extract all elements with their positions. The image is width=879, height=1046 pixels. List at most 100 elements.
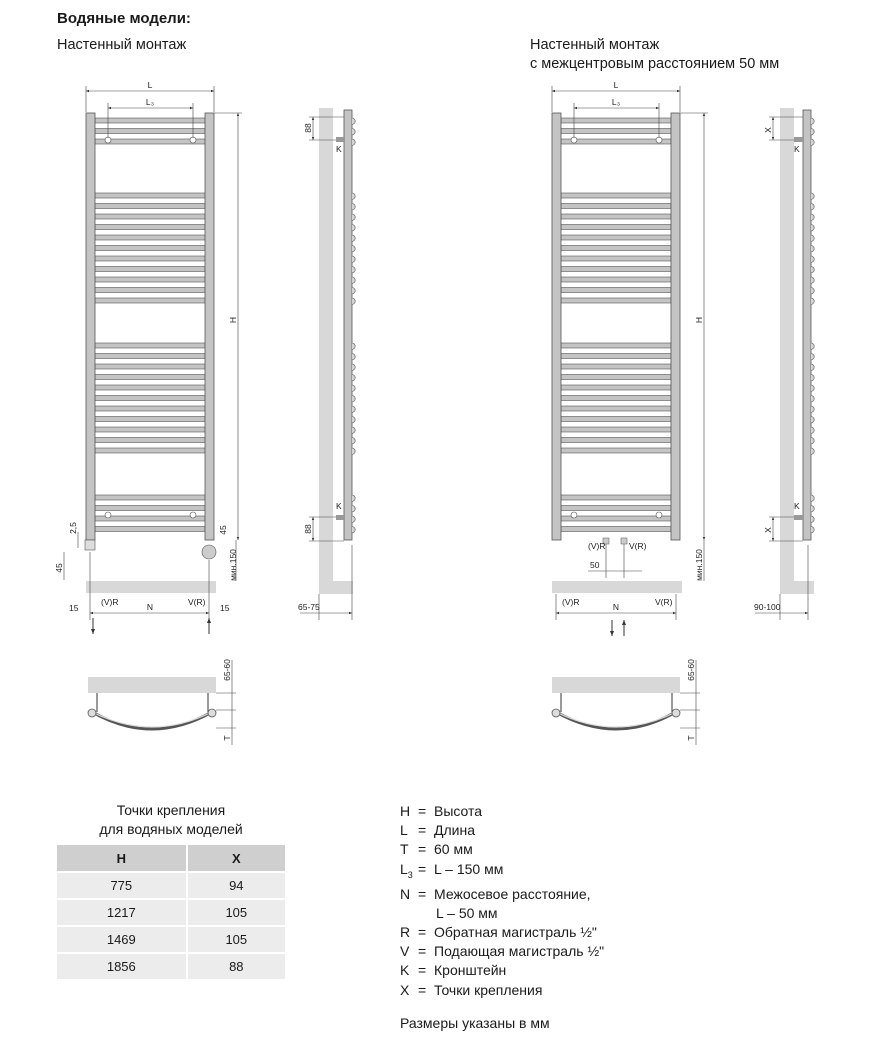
wall: [552, 677, 680, 693]
left-front-view: L L₃ H 45 мин.150 2,5 45 (V)R V(R) N 15 …: [54, 80, 242, 634]
bracket: [794, 137, 803, 142]
rail-end: [810, 363, 815, 371]
table-cell: 105: [186, 899, 285, 927]
side-knobs: [351, 117, 356, 534]
table-row: 1469 105: [57, 926, 285, 954]
dim-15-left: 15: [69, 603, 79, 613]
table-caption: Точки крепления для водяных моделей: [57, 801, 285, 839]
rail-end: [351, 213, 356, 221]
legend-text: Подающая магистраль ½": [434, 943, 605, 960]
rail-end: [810, 287, 815, 295]
rail-end: [810, 234, 815, 242]
rail-end: [810, 297, 815, 305]
mount-point: [570, 511, 578, 519]
dim-65-60: 65-60: [686, 659, 696, 681]
towel-rail: [560, 266, 672, 272]
rail-end: [810, 245, 815, 253]
rail-end: [810, 405, 815, 413]
towel-rail: [560, 374, 672, 380]
legend-key: K: [400, 962, 410, 979]
rail-end: [810, 494, 815, 502]
towel-rail: [560, 342, 672, 349]
legend-key: N: [400, 885, 411, 902]
table-cell: 88: [186, 953, 285, 981]
towel-rail: [94, 213, 206, 220]
dim-min150: мин.150: [694, 549, 704, 581]
towel-rail: [560, 213, 672, 220]
towel-rail: [94, 128, 206, 134]
towel-rail: [560, 297, 672, 304]
towel-rail: [560, 384, 672, 391]
mount-point: [655, 511, 663, 519]
rail-end: [351, 363, 356, 371]
towel-rail: [560, 287, 672, 293]
side-post: [343, 109, 353, 541]
towel-rail: [560, 447, 672, 454]
rail-end: [351, 384, 356, 392]
towel-rail: [94, 363, 206, 370]
left-top-view: 65-60 T: [87, 659, 236, 745]
rail-end: [810, 437, 815, 445]
label-vr-right: V(R): [655, 597, 673, 607]
floor: [86, 581, 216, 593]
dim-65-75: 65-75: [298, 602, 320, 612]
rail-end: [351, 266, 356, 274]
right-subtitle-line-1: Настенный монтаж: [530, 37, 660, 53]
rail-end: [351, 437, 356, 445]
right-front-post-right: [670, 112, 681, 541]
rail-end: [351, 374, 356, 382]
wall: [88, 677, 216, 693]
dim-L3: L₃: [612, 97, 620, 107]
table-cell: 1856: [57, 953, 188, 981]
floor: [794, 581, 814, 594]
left-subtitle: Настенный монтаж: [57, 37, 187, 53]
dim-50: 50: [590, 560, 600, 570]
towel-rail: [94, 426, 206, 433]
towel-rail: [560, 405, 672, 412]
wall: [780, 108, 794, 594]
towel-rail: [94, 266, 206, 272]
table-cell: 1469: [57, 926, 188, 954]
towel-rail: [560, 128, 672, 134]
towel-rail: [560, 245, 672, 251]
towel-rail: [560, 515, 672, 522]
towel-rail: [94, 494, 206, 501]
rail-end: [351, 395, 356, 403]
towel-rail: [560, 353, 672, 359]
rail-end: [351, 234, 356, 242]
legend: H=Высота L=Длина T=60 мм L3=L – 150 мм N…: [400, 802, 604, 1000]
label-K: K: [336, 501, 342, 511]
towel-rail: [560, 416, 672, 422]
rail-end: [810, 426, 815, 434]
rail-end: [810, 505, 815, 513]
dim-H: H: [228, 317, 238, 323]
rail-end: [810, 526, 815, 534]
legend-text: L – 50 мм: [436, 904, 498, 921]
towel-rail: [94, 353, 206, 359]
rail-end: [351, 416, 356, 424]
floor: [552, 581, 682, 593]
legend-item: V=Подающая магистраль ½": [400, 942, 604, 961]
legend-item: L3=L – 150 мм: [400, 860, 604, 885]
towel-rail: [560, 138, 672, 145]
table-header-row: H X: [57, 845, 285, 873]
dim-15-right: 15: [220, 603, 230, 613]
label-vr-left: (V)R: [101, 597, 118, 607]
legend-item: K=Кронштейн: [400, 961, 604, 980]
towel-rail: [560, 494, 672, 501]
towel-rail: [94, 447, 206, 454]
rail-end: [810, 353, 815, 361]
rail-end: [351, 405, 356, 413]
rail-end: [351, 342, 356, 350]
bracket: [336, 137, 344, 142]
legend-item: X=Точки крепления: [400, 981, 604, 1000]
towel-rail: [94, 192, 206, 199]
dim-H: H: [694, 317, 704, 323]
dim-88: 88: [303, 123, 313, 133]
units-note: Размеры указаны в мм: [400, 1015, 550, 1031]
dim-L: L: [148, 80, 153, 90]
legend-key: R: [400, 924, 411, 941]
legend-item: T=60 мм: [400, 840, 604, 859]
dim-L: L: [614, 80, 619, 90]
